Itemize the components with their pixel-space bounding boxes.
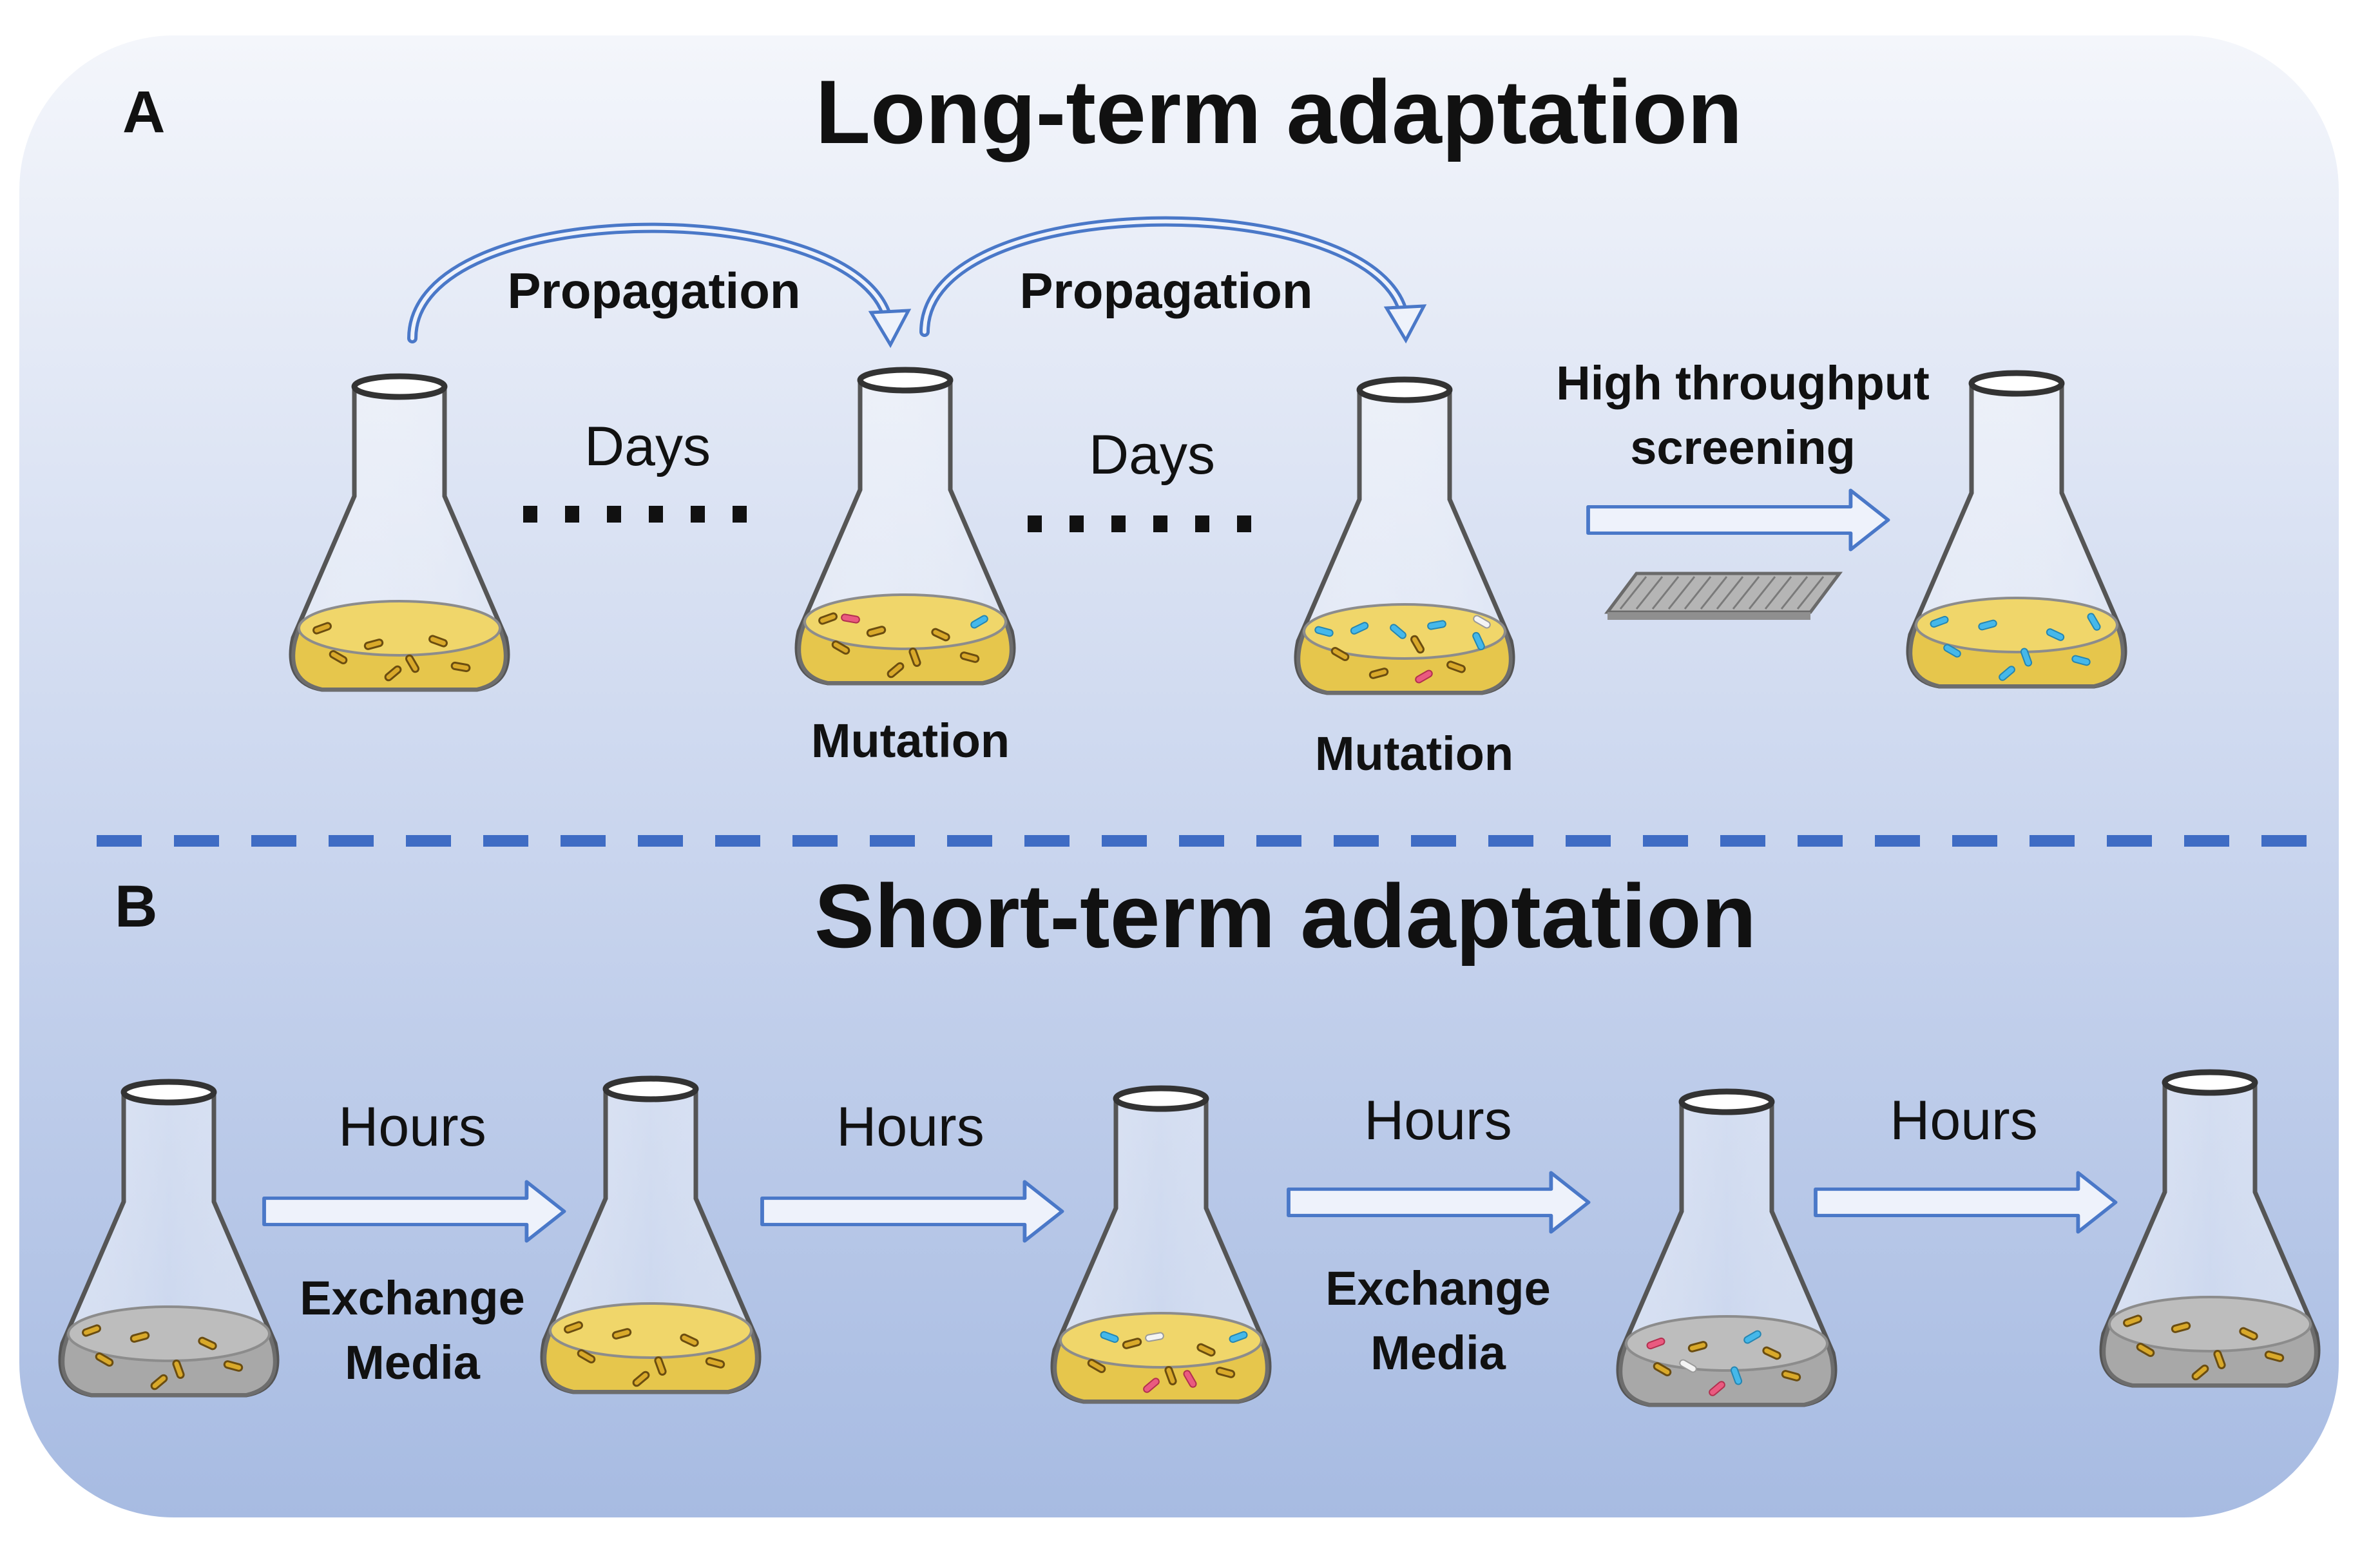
panel-a-title: Long-term adaptation (816, 61, 1743, 162)
days-label-1: Days (584, 416, 711, 477)
propagation-arrow-1 (407, 222, 912, 349)
microplate-icon (1604, 572, 1843, 620)
exchange-media-label-1-line1: Exchange (300, 1271, 525, 1325)
screening-label-line2: screening (1630, 421, 1856, 474)
mutation-label-1: Mutation (811, 714, 1010, 767)
exchange-media-label-2-line2: Media (1370, 1326, 1506, 1380)
panel-a-letter: A (122, 79, 165, 145)
panel-b-letter: B (115, 874, 157, 939)
propagation-label-2: Propagation (1019, 262, 1312, 319)
mutation-label-2: Mutation (1315, 727, 1513, 780)
dotted-line-1 (523, 506, 747, 523)
panel-b-title: Short-term adaptation (814, 865, 1756, 967)
hours-label-1: Hours (338, 1096, 486, 1158)
propagation-label-1: Propagation (507, 262, 800, 319)
dotted-line-2 (1028, 515, 1251, 532)
hours-label-4: Hours (1890, 1090, 2037, 1151)
days-label-2: Days (1089, 424, 1215, 486)
exchange-media-label-2-line1: Exchange (1325, 1262, 1551, 1315)
screening-label-line1: High throughput (1556, 356, 1929, 410)
hours-label-2: Hours (836, 1096, 984, 1158)
hours-label-3: Hours (1364, 1090, 1511, 1151)
exchange-media-label-1-line2: Media (345, 1336, 481, 1389)
propagation-arrow-2 (919, 216, 1427, 344)
